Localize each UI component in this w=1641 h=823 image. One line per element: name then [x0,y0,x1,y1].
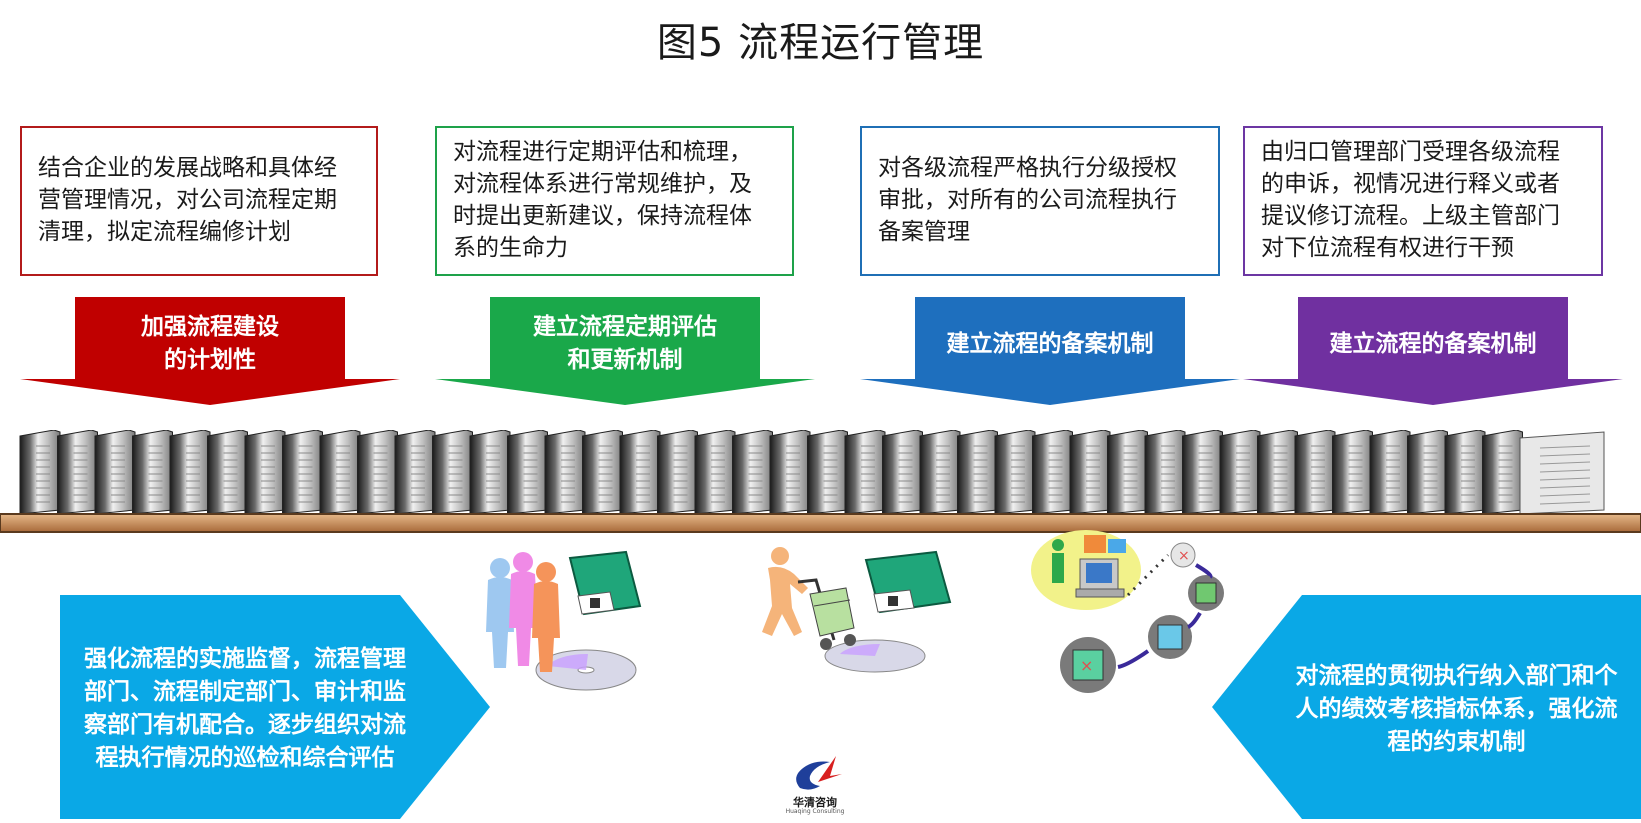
binder [469,429,511,515]
textbox-appeal: 由归口管理部门受理各级流程 的申诉，视情况进行释义或者 提议修订流程。上级主管部… [1243,126,1603,276]
binder-shelf-graphic [0,429,1641,533]
hand-truck-clipart [750,544,980,674]
binder [357,429,398,515]
arrow-planning-label: 加强流程建设 的计划性 [141,314,279,373]
arrow-planning: 加强流程建设 的计划性 [20,297,400,405]
binder [1407,429,1448,515]
binder-shelf [0,429,1641,540]
binder [1107,429,1148,515]
binder [244,429,286,515]
callout-performance-shape [1212,595,1641,819]
textbox-appeal-text: 由归口管理部门受理各级流程 的申诉，视情况进行释义或者 提议修订流程。上级主管部… [1261,139,1560,261]
binder [207,429,248,515]
binder [807,429,848,515]
network-clipart: × × [1028,525,1228,700]
logo-icon [796,756,842,790]
binder [1257,429,1298,515]
arrow-evaluation-label: 建立流程定期评估 和更新机制 [533,314,717,373]
arrow-record: 建立流程的备案机制 [860,297,1240,405]
binder [1444,429,1486,515]
arrow-record-shape [860,297,1240,405]
arrow-record-2-label: 建立流程的备案机制 [1329,330,1537,357]
hand-truck-icon [762,547,952,673]
binder [169,429,211,515]
binder [94,429,136,515]
binder [769,429,811,515]
binder [582,429,623,515]
arrow-record-label: 建立流程的备案机制 [946,330,1154,357]
callout-supervision-shape [60,595,490,819]
binder [19,429,61,515]
textbox-evaluation: 对流程进行定期评估和梳理， 对流程体系进行常规维护，及 时提出更新建议，保持流程… [435,126,794,276]
textbox-planning: 结合企业的发展战略和具体经 营管理情况，对公司流程定期 清理，拟定流程编修计划 [20,126,378,276]
svg-text:×: × [1178,548,1190,564]
binder [657,429,698,515]
callout-supervision: 强化流程的实施监督，流程管理 部门、流程制定部门、审计和监 察部门有机配合。逐步… [60,595,490,819]
textbox-record: 对各级流程严格执行分级授权 审批，对所有的公司流程执行 备案管理 [860,126,1220,276]
callout-supervision-text: 强化流程的实施监督，流程管理 部门、流程制定部门、审计和监 察部门有机配合。逐步… [84,646,406,771]
people-icon [486,550,642,691]
textbox-evaluation-text: 对流程进行定期评估和梳理， 对流程体系进行常规维护，及 时提出更新建议，保持流程… [453,139,752,261]
floppy-disk-icon [864,550,952,614]
binder [1032,429,1073,515]
arrow-planning-shape [20,297,400,405]
binder [1182,429,1223,515]
binder [57,429,98,515]
binder [394,429,436,515]
binder [844,429,886,515]
binder [732,429,773,515]
binder [994,429,1036,515]
binder-front [1519,431,1605,515]
binder [432,429,473,515]
arrow-evaluation-shape [435,297,815,405]
binder [1482,429,1523,515]
binder [882,429,923,515]
binder [1219,429,1261,515]
page-title: 图5 流程运行管理 [656,20,985,66]
binder [544,429,586,515]
binder [1069,429,1111,515]
binder [1294,429,1336,515]
binder [132,429,173,515]
textbox-planning-text: 结合企业的发展战略和具体经 营管理情况，对公司流程定期 清理，拟定流程编修计划 [38,155,337,245]
arrow-record-2: 建立流程的备案机制 [1243,297,1623,405]
logo-name: 华清咨询 [793,796,837,809]
textbox-record-text: 对各级流程严格执行分级授权 审批，对所有的公司流程执行 备案管理 [878,155,1177,245]
binder [619,429,661,515]
company-logo: 华清咨询 Huaqing Consulting [780,752,850,816]
binder [507,429,548,515]
binder [694,429,736,515]
binder [1144,429,1186,515]
people-disk-clipart [478,548,658,698]
svg-text:×: × [1080,656,1093,675]
arrow-evaluation: 建立流程定期评估 和更新机制 [435,297,815,405]
binder [282,429,323,515]
callout-performance: 对流程的贯彻执行纳入部门和个 人的绩效考核指标体系，强化流 程的约束机制 [1212,595,1641,819]
network-icon: × × [1031,530,1224,693]
logo-subtitle: Huaqing Consulting [785,808,845,815]
binder [319,429,361,515]
binder [1332,429,1373,515]
floppy-disk-icon [568,550,642,616]
arrow-record-2-shape [1243,297,1623,405]
binder [957,429,998,515]
binder [1369,429,1411,515]
callout-performance-text: 对流程的贯彻执行纳入部门和个 人的绩效考核指标体系，强化流 程的约束机制 [1295,663,1618,755]
binder [919,429,961,515]
